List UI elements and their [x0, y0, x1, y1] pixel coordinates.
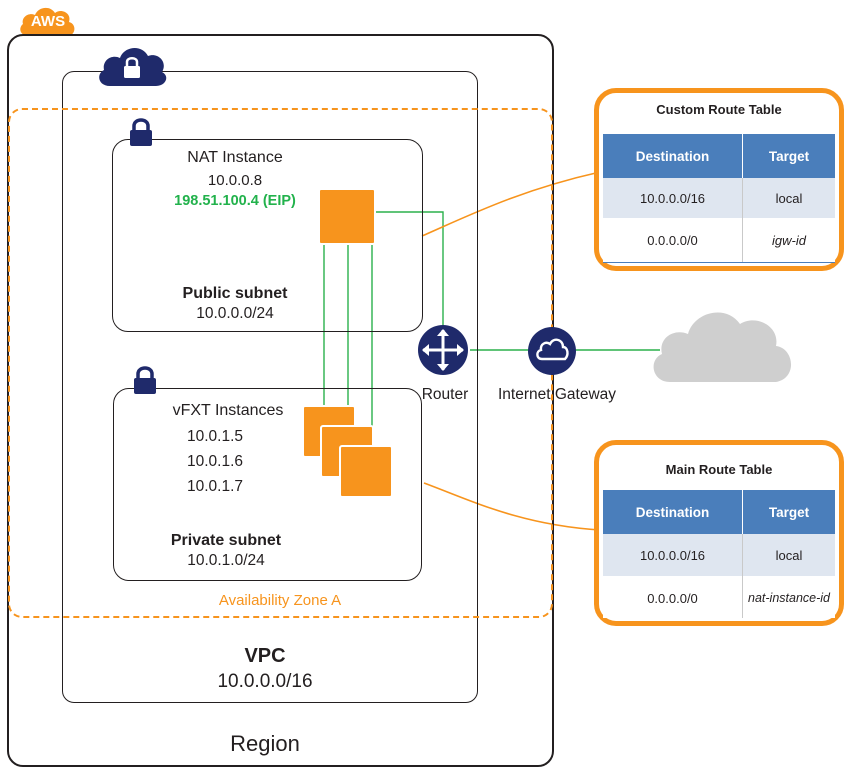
lock-icon: [130, 118, 152, 146]
cloud-lock-icon: [99, 47, 167, 86]
custom-route-table-header: Destination Target: [603, 134, 835, 178]
public-subnet-box: [112, 139, 423, 332]
table-row: 0.0.0.0/0 nat-instance-id: [603, 576, 835, 618]
vpc-box: [62, 71, 478, 703]
private-subnet-route-line: [423, 482, 601, 531]
table-row: 0.0.0.0/0 igw-id: [603, 218, 835, 263]
public-subnet-cidr: 10.0.0.0/24: [196, 305, 274, 322]
route-destination: 0.0.0.0/0: [647, 590, 698, 606]
vfxt-instance-ip: 10.0.1.5: [186, 428, 244, 445]
vfxt-instance-ip: 10.0.1.7: [186, 478, 244, 495]
region-label: Region: [230, 731, 300, 756]
custom-route-table: Custom Route Table Destination Target 10…: [594, 88, 844, 271]
route-target: local: [742, 178, 835, 218]
nat-to-router-line: [372, 211, 444, 330]
public-subnet-name: Public subnet: [182, 285, 288, 302]
main-route-table-header: Destination Target: [603, 490, 835, 534]
route-target: nat-instance-id: [742, 576, 835, 618]
nat-instance-eip: 198.51.100.4 (EIP): [174, 193, 296, 209]
private-subnet-cidr: 10.0.1.0/24: [187, 552, 265, 569]
private-subnet-name: Private subnet: [170, 532, 282, 549]
vfxt-instance[interactable]: [339, 445, 393, 498]
vfxt-instances-title: vFXT Instances: [172, 402, 284, 419]
aws-badge-icon: [20, 7, 75, 37]
column-header-target: Target: [742, 134, 835, 178]
internet-gateway-icon[interactable]: [527, 326, 577, 376]
availability-zone-label: Availability Zone A: [218, 592, 342, 609]
internet-cloud-icon: [653, 312, 792, 382]
main-route-table: Main Route Table Destination Target 10.0…: [594, 440, 844, 626]
nat-instance[interactable]: [318, 188, 376, 245]
vpc-cidr: 10.0.0.0/16: [217, 671, 313, 692]
main-route-table-title: Main Route Table: [665, 462, 773, 477]
public-subnet-route-line: [421, 171, 601, 237]
column-header-target: Target: [742, 490, 835, 534]
aws-badge-label: AWS: [30, 13, 66, 30]
vpc-title: VPC: [244, 645, 286, 667]
nat-instance-ip: 10.0.0.8: [207, 172, 263, 189]
column-header-destination: Destination: [635, 504, 710, 520]
table-row: 10.0.0.0/16 local: [603, 534, 835, 576]
route-target: igw-id: [742, 218, 835, 262]
private-subnet-box: [113, 388, 422, 581]
lock-icon: [134, 366, 156, 394]
router-icon[interactable]: [417, 324, 469, 376]
router-label: Router: [421, 386, 469, 403]
vfxt-instance-ip: 10.0.1.6: [186, 453, 244, 470]
route-destination: 10.0.0.0/16: [639, 190, 706, 206]
internet-gateway-label: Internet Gateway: [497, 386, 617, 403]
column-header-destination: Destination: [635, 148, 710, 164]
table-row: 10.0.0.0/16 local: [603, 178, 835, 218]
route-destination: 0.0.0.0/0: [647, 232, 698, 248]
route-target: local: [742, 534, 835, 576]
custom-route-table-title: Custom Route Table: [656, 102, 782, 117]
route-destination: 10.0.0.0/16: [639, 547, 706, 563]
nat-instance-title: NAT Instance: [187, 149, 283, 166]
